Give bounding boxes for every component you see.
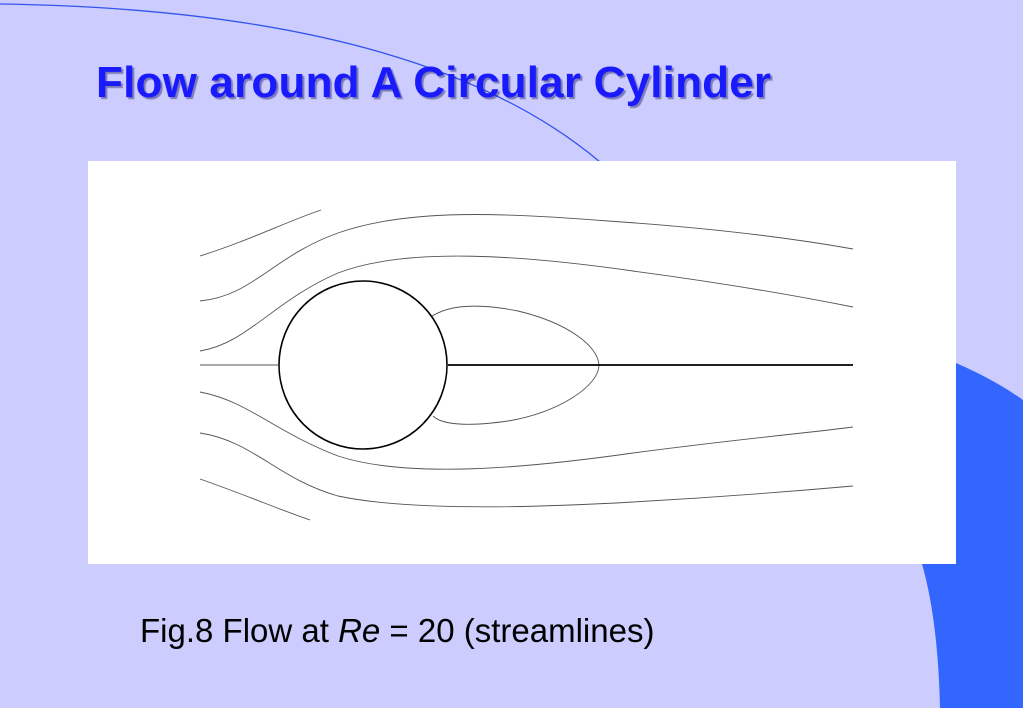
slide-title: Flow around A Circular Cylinder	[96, 58, 772, 107]
streamline	[199, 478, 311, 521]
cylinder-circle	[278, 280, 448, 450]
caption-re-symbol: Re	[338, 612, 381, 649]
streamline	[199, 255, 854, 352]
streamline	[199, 214, 854, 302]
decorative-arc-line	[0, 3, 601, 163]
caption-prefix: Fig.8 Flow at	[140, 612, 339, 649]
streamline-diagram	[199, 209, 854, 521]
streamline	[199, 432, 854, 508]
figure-panel	[88, 161, 956, 564]
decorative-blue-shape	[922, 363, 1023, 708]
figure-caption: Fig.8 Flow at Re = 20 (streamlines)	[140, 612, 654, 650]
caption-suffix: = 20 (streamlines)	[380, 612, 655, 649]
streamline	[199, 209, 322, 257]
streamline	[199, 391, 854, 470]
